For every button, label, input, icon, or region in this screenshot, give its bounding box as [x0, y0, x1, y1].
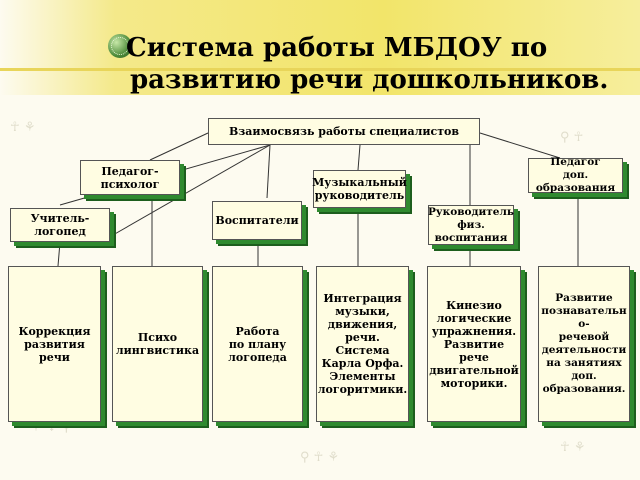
title-line-1: Система работы МБДОУ по: [126, 33, 548, 63]
activity-psycholinguistics-label: Психо лингвистика: [115, 331, 200, 357]
top-box-label: Взаимосвязь работы специалистов: [228, 125, 459, 138]
title-line-2: развитию речи дошкольников.: [130, 65, 609, 95]
activity-cognitive-label: Развитие познавательн о- речевой деятель…: [541, 292, 627, 395]
role-speech-therapist-label: Учитель- логопед: [30, 212, 90, 238]
role-music-director-label: Музыкальный руководитель: [312, 176, 407, 202]
activity-music-integration-label: Интеграция музыки, движения, речи. Систе…: [317, 292, 408, 396]
role-educators-label: Воспитатели: [215, 214, 299, 227]
role-educators: Воспитатели: [212, 201, 302, 240]
role-extra-teacher-label: Педагог доп. образования: [535, 156, 616, 194]
activity-correction-label: Коррекция развития речи: [18, 324, 91, 364]
activity-work-plan-label: Работа по плану логопеда: [228, 324, 287, 364]
role-pe-director-label: Руководитель физ. воспитания: [428, 205, 515, 244]
title-band: [0, 0, 640, 95]
role-psychologist: Педагог- психолог: [80, 160, 180, 195]
title-underline: [0, 68, 640, 71]
activity-kinesio-label: Кинезио логические упражнения. Развитие …: [429, 298, 519, 390]
specialists-interconnection-box: Взаимосвязь работы специалистов: [208, 118, 480, 145]
role-extra-teacher: Педагог доп. образования: [528, 156, 623, 194]
activity-kinesio: Кинезио логические упражнения. Развитие …: [427, 266, 521, 422]
activity-correction: Коррекция развития речи: [8, 266, 101, 422]
role-pe-director: Руководитель физ. воспитания: [428, 205, 514, 245]
role-music-director: Музыкальный руководитель: [312, 170, 407, 208]
activity-work-plan: Работа по плану логопеда: [212, 266, 303, 422]
globe-icon: [108, 34, 132, 58]
activity-music-integration: Интеграция музыки, движения, речи. Систе…: [316, 266, 409, 422]
role-psychologist-label: Педагог- психолог: [100, 164, 160, 191]
activity-psycholinguistics: Психо лингвистика: [112, 266, 203, 422]
page-title: Система работы МБДОУ по развитию речи до…: [126, 32, 626, 96]
role-speech-therapist: Учитель- логопед: [10, 208, 110, 242]
activity-cognitive: Развитие познавательн о- речевой деятель…: [538, 266, 630, 422]
